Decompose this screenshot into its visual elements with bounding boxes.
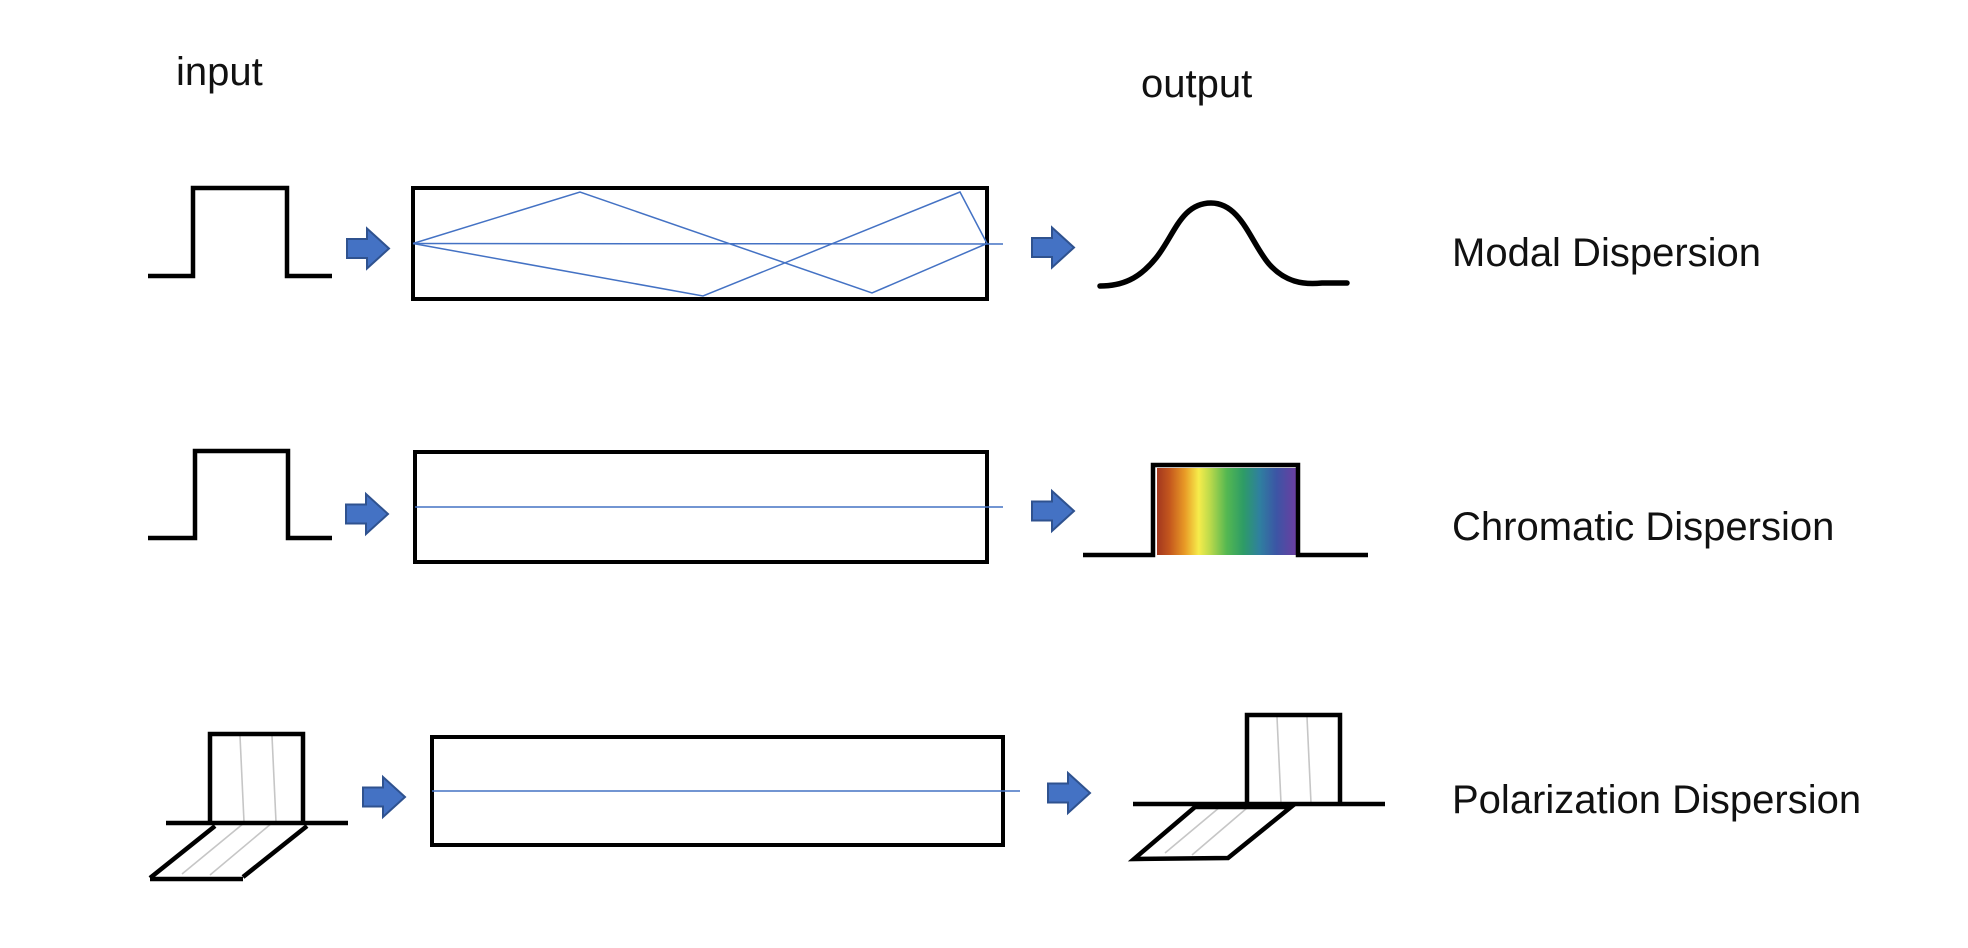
- row-label-polarization-dispersion: Polarization Dispersion: [1452, 778, 1862, 822]
- chromatic-input-square-pulse: [148, 448, 332, 541]
- right-arrow-icon: [1047, 770, 1092, 816]
- guide-line: [239, 735, 245, 823]
- guide-line: [209, 822, 273, 876]
- polarization-input-parallelogram-left: [148, 824, 217, 880]
- ray-axial-mode: [412, 242, 1004, 245]
- right-arrow-icon: [346, 226, 391, 271]
- chromatic-output-spectrum-pulse: [1083, 462, 1368, 558]
- right-arrow-icon: [345, 491, 390, 537]
- modal-input-square-pulse: [148, 185, 332, 279]
- ray-high-mode-2: [412, 191, 988, 297]
- ray-high-mode-1: [412, 191, 988, 294]
- right-arrow-icon: [1031, 225, 1076, 270]
- guide-line: [1191, 807, 1248, 856]
- polarization-input-square-pulse: [207, 731, 306, 823]
- input-column-label: input: [176, 50, 263, 94]
- polarization-output-parallelogram: [1127, 804, 1298, 862]
- fiber-rectangles: [411, 186, 1005, 847]
- guide-line: [271, 735, 277, 823]
- guide-line: [181, 822, 245, 875]
- polarization-input-parallelogram-right: [241, 824, 309, 879]
- flow-arrows: [345, 225, 1092, 820]
- right-arrow-icon: [1031, 488, 1076, 534]
- guide-line: [1276, 716, 1282, 804]
- output-column-label: output: [1141, 62, 1253, 106]
- row-label-modal-dispersion: Modal Dispersion: [1452, 231, 1762, 275]
- modal-output-broadened-pulse: [1097, 200, 1350, 289]
- light-rays: [412, 191, 1020, 792]
- polarization-output-square-pulse: [1244, 712, 1343, 804]
- right-arrow-icon: [362, 774, 407, 820]
- guide-line: [1306, 716, 1312, 804]
- polarization-guide-lines: [181, 716, 1312, 876]
- spectrum-gradient-fill: [1157, 468, 1296, 555]
- guide-line: [1164, 806, 1221, 854]
- signal-outlines: [148, 185, 1385, 882]
- row-label-chromatic-dispersion: Chromatic Dispersion: [1452, 505, 1835, 549]
